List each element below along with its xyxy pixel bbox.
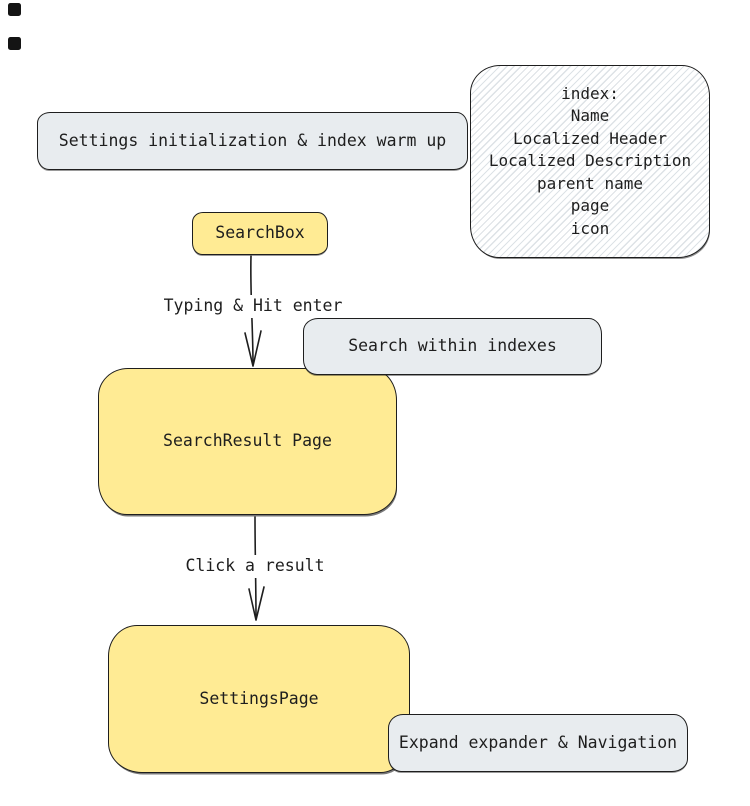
node-search-within-indexes: Search within indexes xyxy=(303,318,602,375)
node-search-result-page: SearchResult Page xyxy=(98,368,397,515)
edge-label-click-a-result: Click a result xyxy=(179,555,331,578)
corner-marker-icon xyxy=(8,3,21,16)
node-search-within-indexes-label: Search within indexes xyxy=(348,336,557,356)
index-card-field: Localized Description xyxy=(488,151,692,171)
node-searchbox-label: SearchBox xyxy=(215,223,305,243)
arrowhead-click-a-result-icon xyxy=(248,586,265,621)
node-settings-page-label: SettingsPage xyxy=(199,688,319,708)
corner-marker-icon xyxy=(8,37,21,50)
index-card-field: icon xyxy=(570,218,610,238)
node-expand-expander-navigation-label: Expand expander & Navigation xyxy=(398,732,678,752)
index-card-field: page xyxy=(570,196,610,216)
node-searchbox: SearchBox xyxy=(192,212,328,255)
index-card-title: index: xyxy=(561,84,619,104)
node-index-card: index: Name Localized Header Localized D… xyxy=(470,65,710,258)
index-card-field: parent name xyxy=(537,173,643,193)
edge-label-typing-hit-enter: Typing & Hit enter xyxy=(158,295,348,318)
node-expand-expander-navigation: Expand expander & Navigation xyxy=(388,714,688,772)
node-settings-initialization-label: Settings initialization & index warm up xyxy=(58,130,447,150)
node-settings-page: SettingsPage xyxy=(108,625,410,773)
arrowhead-typing-hit-enter-icon xyxy=(244,330,262,367)
node-settings-initialization: Settings initialization & index warm up xyxy=(37,112,468,170)
node-search-result-page-label: SearchResult Page xyxy=(163,431,332,451)
index-card-field: Name xyxy=(570,106,610,126)
index-card-field: Localized Header xyxy=(512,128,668,148)
